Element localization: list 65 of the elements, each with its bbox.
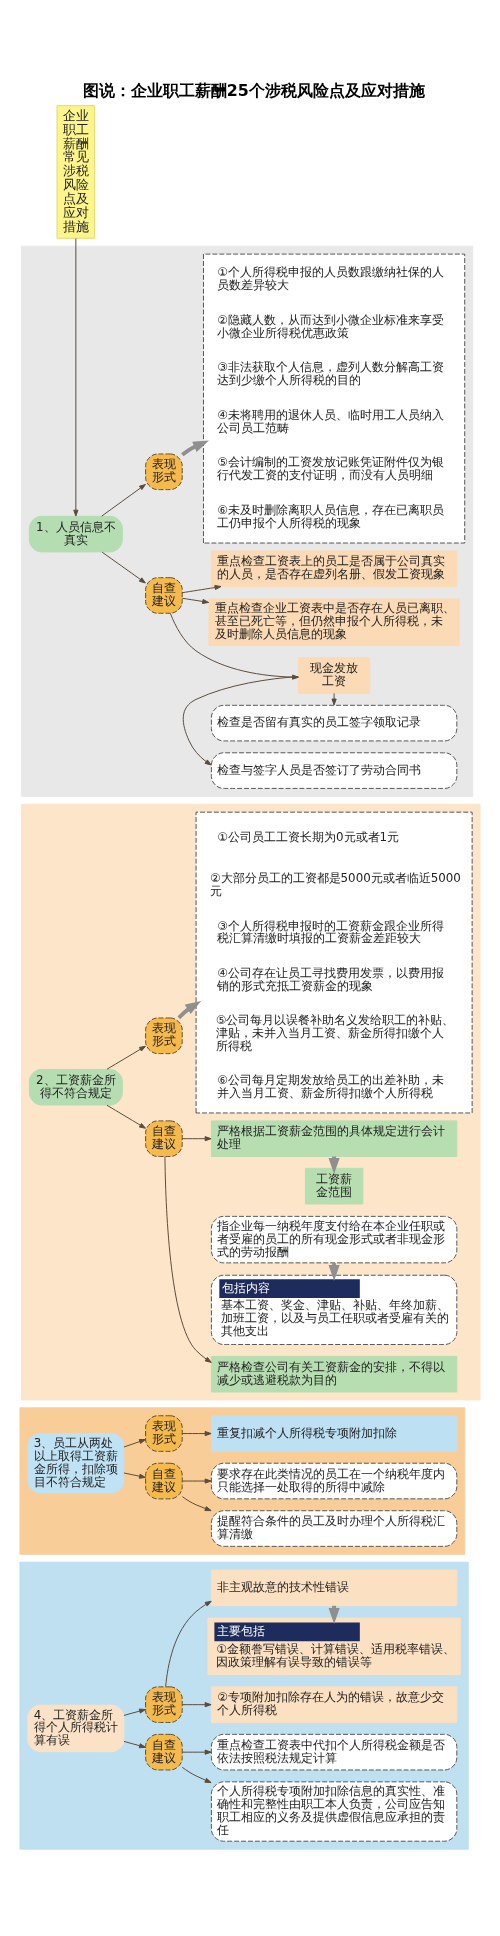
cluster (20, 245, 474, 797)
arrow (181, 1701, 212, 1707)
arrow (101, 483, 146, 517)
node-text: ②大部分员工的工资都是5000元或者临近5000元 (209, 870, 461, 898)
node-text: ⑥未及时删除离职人员信息，存在已离职员工仍申报个人所得税的现象 (217, 502, 444, 530)
cluster (19, 1406, 466, 1555)
node-box: 主要包括 ①金额誊写错误、计算错误、适用税率错误、因政策理解有误导致的错误等 (207, 1617, 461, 1675)
cluster (19, 1561, 469, 1850)
arrow (123, 1740, 146, 1748)
node-box: 重点检查工资表上的员工是否属于公司真实的人员，是否存在虚列名册、假发工资现象 (210, 549, 458, 587)
cluster (20, 803, 481, 1400)
node-box: 检查是否留有真实的员工签字领取记录 (210, 704, 458, 741)
node-box: 非主观故意的技术性错误 (210, 1569, 458, 1606)
node-box: 现金发放工资 (298, 656, 371, 694)
node-box: 3、员工从两处以上取得工资薪金所得，扣除项目不符合规定 (27, 1432, 125, 1493)
node-box: 2、工资薪金所得不符合规定 (28, 1068, 123, 1106)
arrow (101, 551, 146, 583)
arrow (123, 1471, 146, 1479)
node-text: ⑥公司每月定期发放给员工的出差补助，未并入当月工资、薪金所得扣缴个人所得税 (217, 1072, 444, 1100)
node-text: ③非法获取个人信息，虚列人数分解高工资达到少缴个人所得税的目的 (217, 359, 444, 387)
arrow (181, 1749, 212, 1755)
cluster (195, 811, 473, 1113)
node-box: 1、人员信息不真实 (28, 515, 123, 552)
arrow (181, 1430, 212, 1436)
node-text: ④未将聘用的退休人员、临时用工人员纳入公司员工范畴 (217, 407, 444, 435)
arrow (73, 237, 79, 517)
node-box: 个人所得税专项附加扣除信息的真实性、准确性和完整性由职工本人负责，公司应告知职工相应的义务及提供虚假信息应承担的责任 (210, 1780, 458, 1842)
node-box: 4、工资薪金所得个人所得税计算有误 (27, 1704, 125, 1752)
node-box: 重点检查工资表中代扣个人所得税金额是否依法按照税法规定计算 (210, 1733, 458, 1770)
arrow (182, 675, 299, 765)
arrow (331, 692, 337, 705)
node-box: 严格检查公司有关工资薪金的安排，不得以减少或逃避税款为目的 (210, 1355, 458, 1392)
node-text: ⑤公司每月以误餐补助名义发给职工的补贴、津贴，未并入当月工资、薪金所得扣缴个人所得税 (215, 1012, 455, 1053)
node-box: 工资薪金范围 (304, 1167, 364, 1204)
arrow (106, 1045, 146, 1070)
node-box: 要求存在此类情况的员工在一个纳税年度内只能选择一处取得的所得中减除 (210, 1462, 458, 1499)
arrow (181, 1135, 212, 1141)
node-box: 严格根据工资薪金范围的具体规定进行会计处理 (210, 1119, 458, 1157)
node-box: 提醒符合条件的员工及时办理个人所得税汇算清缴 (210, 1509, 458, 1547)
arrow (165, 1600, 212, 1687)
node-box: 包括内容 基本工资、奖金、津贴、补贴、年终加薪、加班工资，以及与员工任职或者受雇有关的其他支出 (210, 1274, 458, 1345)
node-text: ③个人所得税申报时的工资薪金跟企业所得税汇算清缴时填报的工资薪金差距较大 (217, 918, 444, 945)
arrow (181, 1495, 212, 1511)
cluster (203, 253, 466, 544)
arrow (164, 1155, 212, 1363)
node-text: ①个人所得税申报的人员数跟缴纳社保的人员数差异较大 (217, 264, 444, 292)
diagram-title: 图说：企业职工薪酬25个涉税风险点及应对措施 (82, 80, 425, 100)
node-box: 指企业每一纳税年度支付给在本企业任职或者受雇的员工的所有现金形式或者非现金形式的劳动报酬 (210, 1215, 458, 1263)
node-text: ②隐藏人数，从而达到小微企业标准来享受小微企业所得税优惠政策 (217, 312, 444, 340)
node-box: 检查与签字人员是否签订了劳动合同书 (210, 751, 458, 789)
node-box: ②专项附加扣除存在人为的错误，故意少交个人所得税 (210, 1685, 458, 1723)
arrow (181, 1766, 212, 1783)
node-text: ④公司存在让员工寻找费用发票，以费用报销的形式充抵工资薪金的现象 (217, 965, 444, 993)
arrow (123, 1438, 146, 1447)
node-text: ⑤会计编制的工资发放记账凭证附件仅为银行代发工资的支付证明，而没有人员明细 (217, 454, 444, 482)
arrow (123, 1708, 146, 1716)
arrow (181, 1477, 212, 1484)
arrow (106, 1104, 146, 1129)
arrow (169, 612, 299, 680)
arrow (181, 597, 210, 604)
node-text: ①公司员工工资长期为0元或者1元 (217, 829, 400, 844)
node-box: 企业职工薪酬常见涉税风险点及应对措施 (56, 104, 96, 239)
arrow (181, 584, 222, 593)
node-box: 重复扣减个人所得税专项附加扣除 (210, 1414, 458, 1452)
node-box: 重点检查企业工资表中是否存在人员已离职、甚至已死亡等，但仍然申报个人所得税，未及时删除人员信息的现象 (208, 597, 460, 646)
